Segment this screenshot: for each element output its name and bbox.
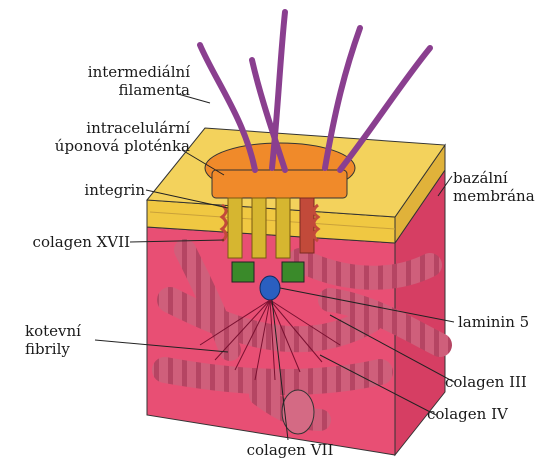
label-integrin: integrin <box>60 181 145 199</box>
label-intracellular-plaque: intracelulární úponová ploténka <box>45 119 190 155</box>
label-collagen-iii: colagen III <box>445 373 543 391</box>
label-anchoring-fibrils: kotevní fibrily <box>25 322 105 358</box>
label-laminin-5: laminin 5 <box>458 313 543 331</box>
label-intracellular-plaque-line1: intracelulární <box>45 119 190 137</box>
label-intracellular-plaque-line2: úponová ploténka <box>45 137 190 155</box>
label-anchoring-fibrils-line1: kotevní <box>25 322 105 340</box>
label-anchoring-fibrils-line2: fibrily <box>25 340 105 358</box>
label-intermediate-filaments-line1: intermediální <box>60 63 190 81</box>
label-intermediate-filaments-line2: filamenta <box>60 81 190 99</box>
label-basal-membrane-line2: membrána <box>453 187 543 205</box>
label-collagen-xvii: colagen XVII <box>5 233 130 251</box>
label-intermediate-filaments: intermediální filamenta <box>60 63 190 99</box>
label-basal-membrane: bazální membrána <box>453 169 543 205</box>
label-basal-membrane-line1: bazální <box>453 169 543 187</box>
laminin-5-blob <box>260 276 280 300</box>
label-collagen-vii: colagen VII <box>230 441 350 459</box>
label-collagen-iv: colagen IV <box>427 405 527 423</box>
